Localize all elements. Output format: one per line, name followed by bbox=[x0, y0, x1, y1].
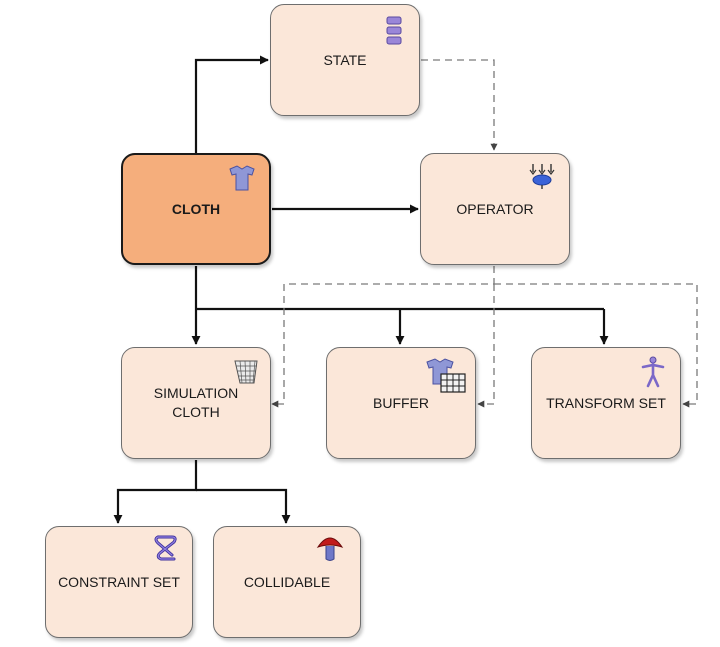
operator-icon bbox=[529, 164, 555, 189]
buffer-grid-icon bbox=[426, 358, 466, 393]
node-cloth[interactable]: CLOTH bbox=[121, 153, 271, 265]
node-transform-set[interactable]: TRANSFORM SET bbox=[531, 347, 681, 459]
node-collidable-label: COLLIDABLE bbox=[243, 573, 331, 590]
edge-operator-to-buffer bbox=[477, 284, 495, 408]
edge-simulation-cloth-to-collidable bbox=[196, 488, 291, 524]
node-constraint-set[interactable]: CONSTRAINT SET bbox=[45, 526, 193, 638]
edge-operator-dashed-bus bbox=[271, 266, 495, 408]
node-state-label: STATE bbox=[323, 51, 367, 68]
node-buffer[interactable]: BUFFER bbox=[326, 347, 476, 459]
stack-icon bbox=[386, 16, 402, 45]
node-operator[interactable]: OPERATOR bbox=[420, 153, 570, 265]
node-transform-set-label: TRANSFORM SET bbox=[546, 394, 666, 411]
node-buffer-label: BUFFER bbox=[373, 394, 429, 411]
node-state[interactable]: STATE bbox=[270, 4, 420, 116]
node-cloth-label: CLOTH bbox=[171, 200, 221, 217]
node-simulation-cloth[interactable]: SIMULATION CLOTH bbox=[121, 347, 271, 459]
mushroom-icon bbox=[316, 537, 344, 561]
figure-icon bbox=[641, 356, 665, 388]
edge-simulation-cloth-down bbox=[113, 460, 198, 524]
shirt-icon bbox=[229, 165, 255, 191]
mesh-cloth-icon bbox=[234, 360, 258, 384]
node-collidable[interactable]: COLLIDABLE bbox=[213, 526, 361, 638]
knot-icon bbox=[154, 535, 177, 561]
edge-cloth-to-state bbox=[194, 55, 269, 153]
node-operator-label: OPERATOR bbox=[456, 200, 534, 217]
node-simulation-cloth-label: SIMULATION CLOTH bbox=[153, 385, 239, 420]
edge-operator-to-transform-set bbox=[494, 283, 698, 408]
node-constraint-set-label: CONSTRAINT SET bbox=[58, 573, 180, 590]
edge-state-to-operator bbox=[421, 59, 498, 151]
